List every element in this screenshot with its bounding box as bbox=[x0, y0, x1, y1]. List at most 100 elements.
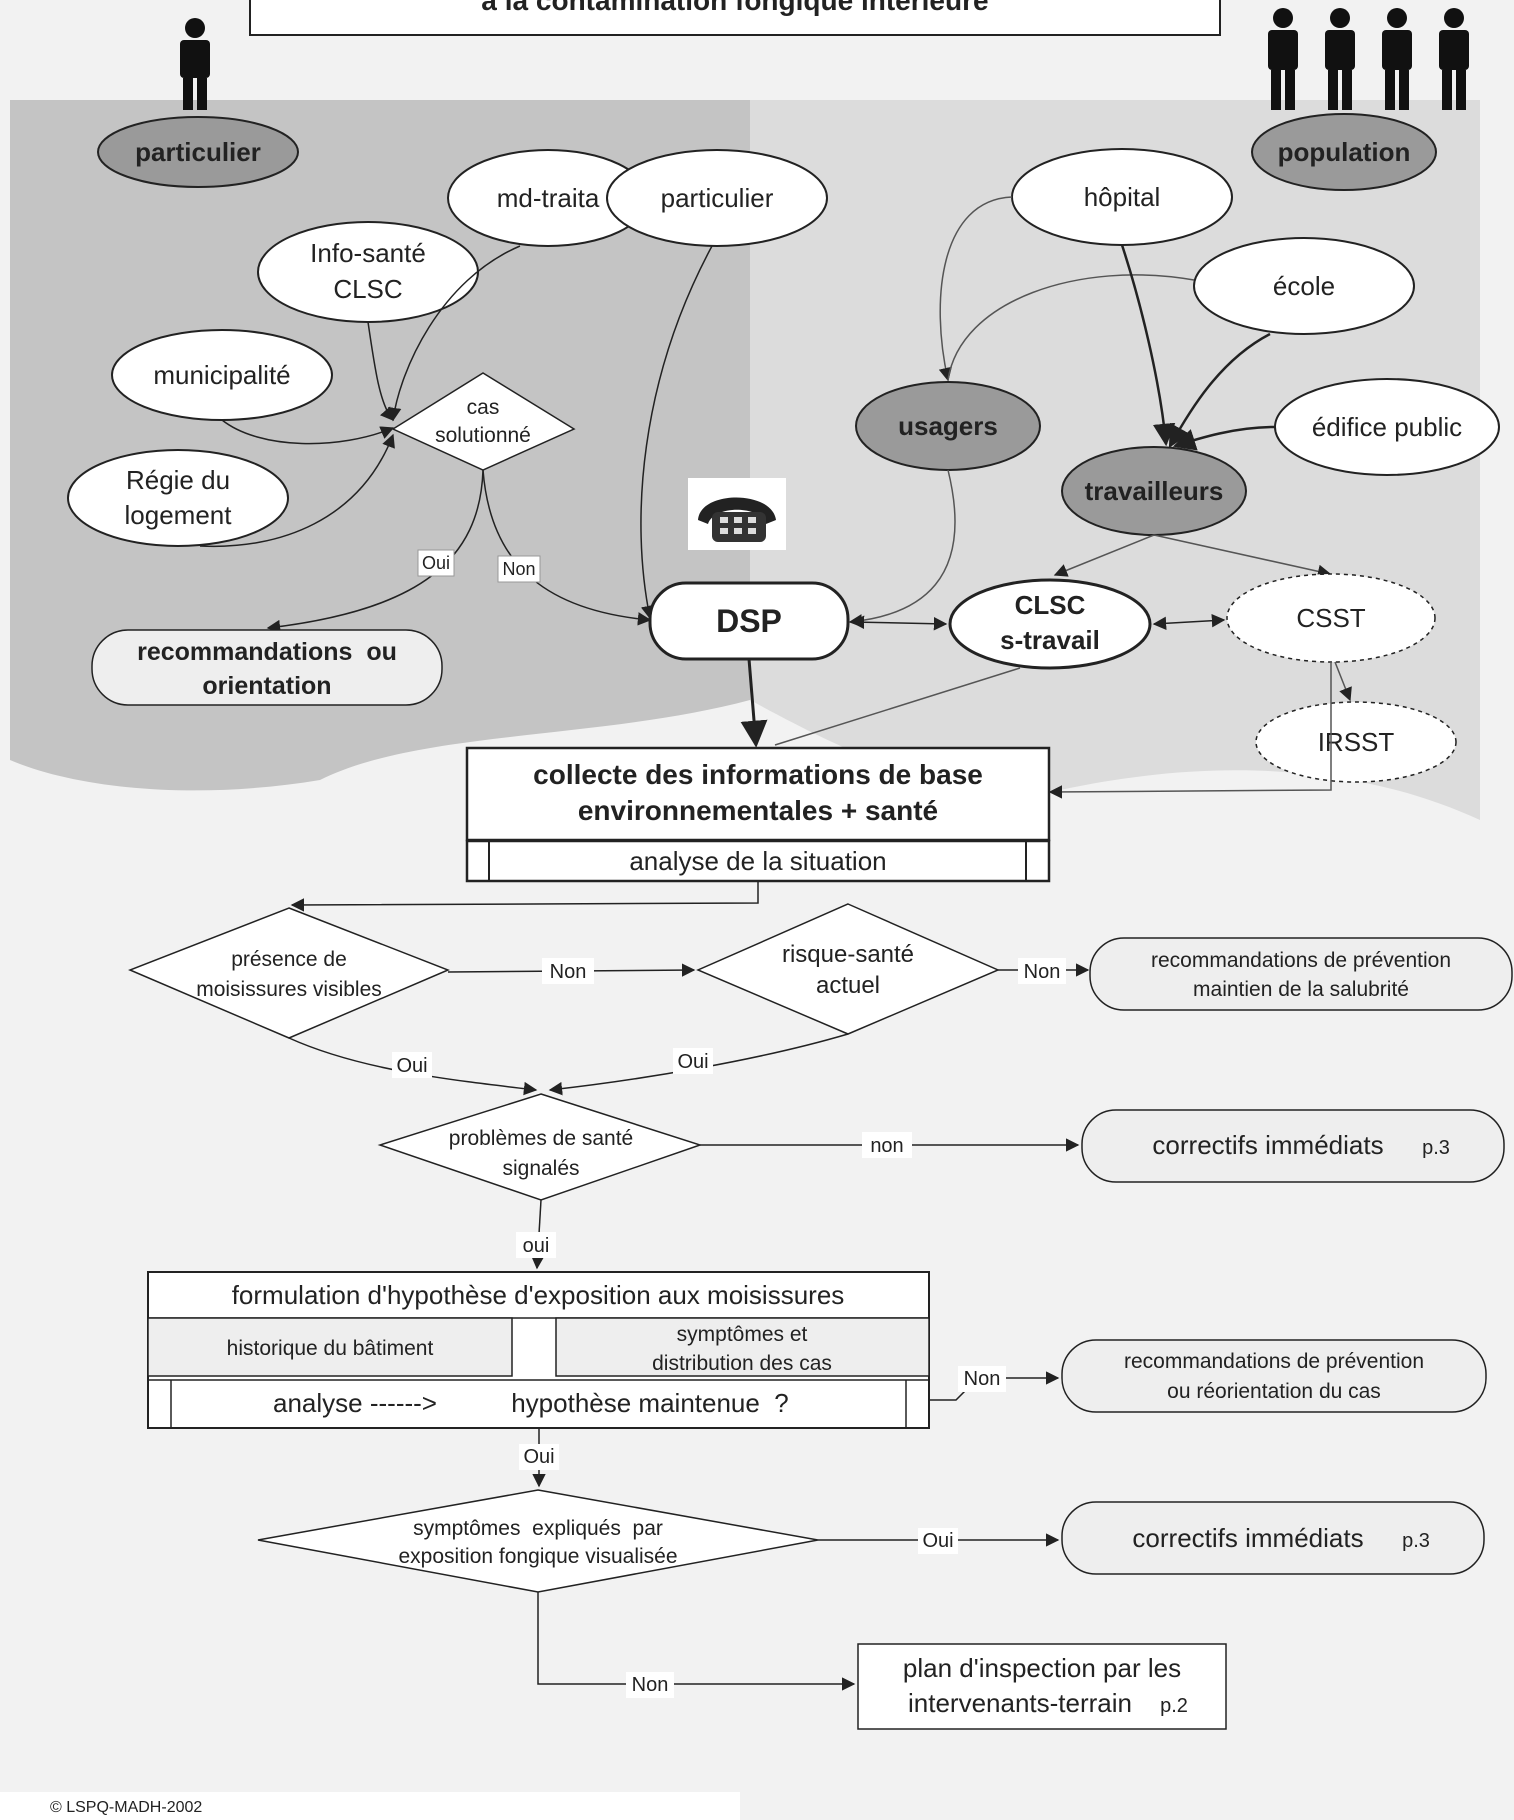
arrow-clsc-collecte bbox=[774, 667, 1021, 746]
hypothese-question: hypothèse maintenue ? bbox=[511, 1388, 789, 1418]
collecte-line2: environnementales + santé bbox=[578, 795, 938, 826]
telephone-icon bbox=[688, 478, 786, 550]
label-risque-oui: Oui bbox=[677, 1051, 708, 1073]
reco-orientation-line2: orientation bbox=[202, 672, 331, 700]
source-particulier-label: particulier bbox=[661, 183, 774, 213]
box-historique bbox=[147, 1317, 513, 1377]
label-risque-non: Non bbox=[1024, 961, 1061, 983]
arrow-particulier-dsp bbox=[640, 245, 713, 620]
label-non-bg-4 bbox=[862, 1132, 912, 1158]
label-moisissures-non: Non bbox=[550, 961, 587, 983]
actor-population-label: population bbox=[1278, 137, 1411, 167]
label-non-bg bbox=[497, 555, 541, 583]
box-correctifs-1 bbox=[1081, 1109, 1505, 1183]
source-info-sante-line2: CLSC bbox=[333, 274, 402, 304]
label-hypothese-non: Non bbox=[964, 1368, 1001, 1390]
reco-prevention-2-line1: recommandations de prévention bbox=[1124, 1350, 1424, 1373]
analyse-situation-label: analyse de la situation bbox=[629, 846, 886, 876]
decision-moisissures-line2: moisissures visibles bbox=[196, 978, 382, 1001]
box-symptomes-distribution bbox=[555, 1317, 930, 1377]
correctifs-1-label: correctifs immédiats bbox=[1152, 1130, 1383, 1160]
arrow-ecole-usagers bbox=[947, 274, 1195, 381]
source-info-sante bbox=[257, 221, 479, 323]
decision-problemes-line1: problèmes de santé bbox=[449, 1127, 633, 1150]
header-title-box bbox=[249, 0, 1221, 36]
source-hopital-label: hôpital bbox=[1084, 182, 1161, 212]
source-regie-line1: Régie du bbox=[126, 465, 230, 495]
decision-moisissures bbox=[128, 907, 450, 1039]
header-title: à la contamination fongique intérieure bbox=[481, 0, 988, 16]
decision-symptomes-line2: exposition fongique visualisée bbox=[398, 1545, 677, 1568]
source-regie-line2: logement bbox=[125, 500, 233, 530]
hypothese-analyse: analyse ------> bbox=[273, 1388, 437, 1418]
correctifs-2-page: p.3 bbox=[1402, 1530, 1430, 1552]
reco-prevention-1-line1: recommandations de prévention bbox=[1151, 949, 1451, 972]
footer-strip bbox=[0, 1792, 740, 1820]
arrow-travailleurs-clsc bbox=[1053, 534, 1155, 577]
source-particulier bbox=[606, 149, 828, 247]
label-non-bg-5 bbox=[958, 1366, 1006, 1392]
arrow-clsc-csst bbox=[1152, 613, 1226, 631]
arrow-hopital-travailleurs bbox=[1120, 244, 1176, 447]
label-non-bg-6 bbox=[626, 1672, 674, 1698]
correctifs-1-page: p.3 bbox=[1422, 1137, 1450, 1159]
label-problemes-non: non bbox=[870, 1135, 903, 1157]
label-oui-bg-2 bbox=[392, 1052, 432, 1078]
label-oui-bg bbox=[417, 549, 455, 577]
actor-particulier bbox=[97, 116, 299, 188]
decision-risque-line2: actuel bbox=[816, 972, 880, 999]
historique-label: historique du bâtiment bbox=[227, 1337, 434, 1360]
arrow-regie-decision bbox=[199, 433, 395, 548]
plan-inspection-page: p.2 bbox=[1160, 1695, 1188, 1717]
source-ecole-label: école bbox=[1273, 271, 1335, 301]
copyright: © LSPQ-MADH-2002 bbox=[50, 1799, 202, 1816]
node-usagers-label: usagers bbox=[898, 411, 998, 441]
label-oui-bg-3 bbox=[673, 1048, 713, 1074]
label-cas-non: Non bbox=[502, 559, 535, 579]
correctifs-2-label: correctifs immédiats bbox=[1132, 1523, 1363, 1553]
source-info-sante-line1: Info-santé bbox=[310, 238, 426, 268]
label-symptomes-oui: Oui bbox=[922, 1530, 953, 1552]
source-municipalite-label: municipalité bbox=[153, 360, 290, 390]
box-recommandations-orientation bbox=[91, 629, 443, 706]
actor-particulier-label: particulier bbox=[135, 137, 261, 167]
label-problemes-oui: oui bbox=[523, 1235, 550, 1257]
box-correctifs-2 bbox=[1061, 1501, 1485, 1575]
reco-prevention-1-line2: maintien de la salubrité bbox=[1193, 978, 1409, 1001]
label-oui-bg-4 bbox=[516, 1232, 556, 1258]
arrow-dsp-collecte bbox=[740, 658, 768, 748]
node-csst-label: CSST bbox=[1296, 603, 1365, 633]
node-clsc-travail bbox=[948, 578, 1152, 670]
label-symptomes-non: Non bbox=[632, 1674, 669, 1696]
node-clsc-line2: s-travail bbox=[1000, 625, 1100, 655]
actor-population bbox=[1251, 113, 1437, 191]
source-regie-logement bbox=[67, 449, 289, 547]
people-group-icon bbox=[1268, 8, 1469, 110]
symptomes-line1: symptômes et bbox=[677, 1323, 808, 1346]
arrow-municipalite-decision bbox=[221, 419, 395, 445]
reco-prevention-2-line2: ou réorientation du cas bbox=[1167, 1380, 1381, 1403]
decision-risque-line1: risque-santé bbox=[782, 941, 914, 968]
left-zone-background bbox=[10, 100, 750, 791]
arrow-travailleurs-csst bbox=[1153, 534, 1332, 578]
plan-inspection-line1: plan d'inspection par les bbox=[903, 1653, 1181, 1683]
node-irsst bbox=[1255, 701, 1457, 783]
decision-cas-line1: cas bbox=[467, 396, 500, 419]
node-dsp-label: DSP bbox=[716, 603, 782, 639]
box-collecte bbox=[465, 746, 1051, 842]
hypothese-title: formulation d'hypothèse d'exposition aux… bbox=[232, 1280, 845, 1310]
arrow-mdtraitant-decision bbox=[388, 245, 521, 422]
box-reco-prevention-salubrite bbox=[1089, 937, 1513, 1011]
label-oui-bg-5 bbox=[519, 1444, 559, 1470]
node-clsc-line1: CLSC bbox=[1015, 590, 1086, 620]
label-oui-bg-6 bbox=[918, 1528, 958, 1554]
arrow-dsp-clsc bbox=[850, 615, 948, 631]
decision-symptomes-line1: symptômes expliqués par bbox=[413, 1517, 663, 1540]
source-ecole bbox=[1193, 237, 1415, 335]
person-icon bbox=[180, 18, 210, 110]
decision-moisissures-line1: présence de bbox=[231, 948, 347, 971]
decision-problemes-line2: signalés bbox=[502, 1157, 579, 1180]
label-moisissures-oui: Oui bbox=[396, 1055, 427, 1077]
plan-inspection-line2: intervenants-terrain bbox=[908, 1688, 1132, 1718]
box-plan-inspection bbox=[857, 1643, 1227, 1730]
